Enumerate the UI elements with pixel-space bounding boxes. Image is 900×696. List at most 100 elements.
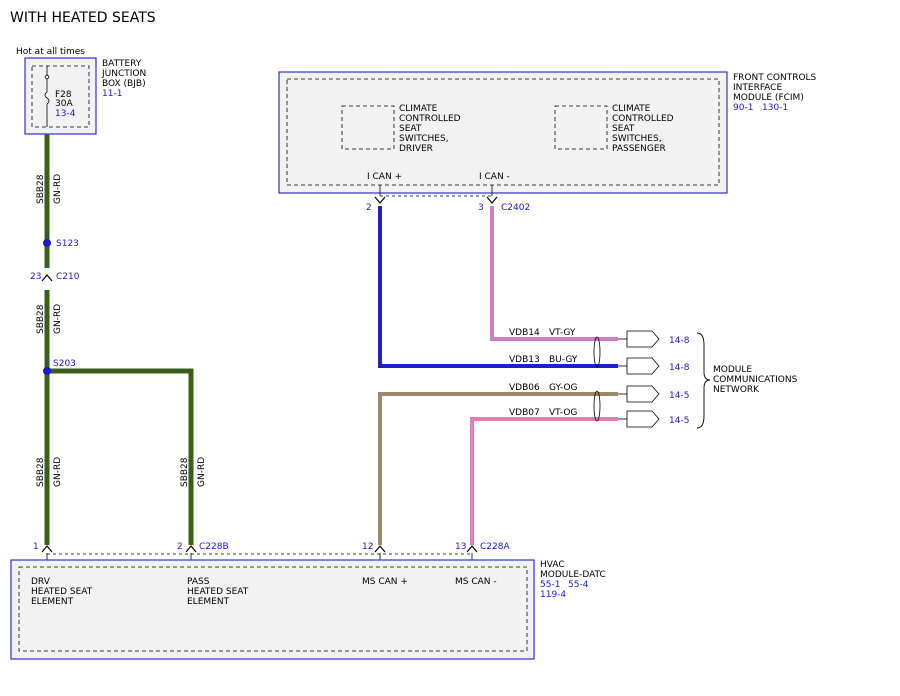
vdb14-color: VT-GY xyxy=(549,328,576,338)
twisted-pair-marker-2 xyxy=(593,390,601,422)
twisted-pair-marker-1 xyxy=(593,336,601,368)
sbb28-color-2: GN-RD xyxy=(53,304,63,334)
network-brace xyxy=(696,332,711,429)
c2402-name: C2402 xyxy=(501,203,530,213)
fcim-ref-2: 130-1 xyxy=(762,103,788,113)
ms-can-plus: MS CAN + xyxy=(362,577,408,587)
drv-element-3: ELEMENT xyxy=(31,597,74,607)
network-name-2: COMMUNICATIONS xyxy=(713,375,798,385)
passenger-switch-1: CLIMATE xyxy=(612,104,651,114)
c210-name: C210 xyxy=(56,272,80,282)
hvac-name-2: MODULE-DATC xyxy=(540,570,606,580)
c2402-pin2-connector xyxy=(374,196,386,204)
c228a-pin12: 12 xyxy=(362,542,373,552)
c2402-pin3: 3 xyxy=(478,203,484,213)
vdb07-flag[interactable] xyxy=(626,410,660,428)
bjb-terminal xyxy=(44,74,50,80)
vdb14-ref[interactable]: 14-8 xyxy=(669,336,690,346)
hvac-box xyxy=(10,559,535,660)
vdb07-circuit: VDB07 xyxy=(509,408,540,418)
hvac-ref-2: 55-4 xyxy=(568,580,589,590)
splice-s123 xyxy=(43,239,51,247)
fuse-ref: 13-4 xyxy=(55,109,76,119)
c228a-name: C228A xyxy=(480,542,510,552)
c210-pin: 23 xyxy=(30,272,41,282)
ms-can-minus: MS CAN - xyxy=(455,577,497,587)
vdb13-wire xyxy=(378,206,618,368)
c228a-pin13: 13 xyxy=(455,542,466,552)
sbb28-circuit-2: SBB28 xyxy=(36,304,46,334)
pass-element-3: ELEMENT xyxy=(187,597,230,607)
drv-element-1: DRV xyxy=(31,577,51,587)
c228b-pin1-connector xyxy=(41,545,53,553)
passenger-switch-3: SEAT xyxy=(612,124,635,134)
vdb06-circuit: VDB06 xyxy=(509,383,540,393)
vdb14-wire xyxy=(490,206,618,341)
c228b-pin1: 1 xyxy=(33,542,39,552)
fcim-pin-can-minus: I CAN - xyxy=(479,172,510,182)
vdb13-color: BU-GY xyxy=(549,355,578,365)
fcim-box xyxy=(278,71,728,194)
bjb-name-1: BATTERY xyxy=(102,59,142,69)
bjb-name-3: BOX (BJB) xyxy=(102,79,146,89)
splice-s203-label: S203 xyxy=(53,359,76,369)
vdb07-ref[interactable]: 14-5 xyxy=(669,416,689,426)
hvac-inner-box xyxy=(18,566,528,652)
c2402-pin3-connector xyxy=(486,196,498,204)
driver-switch-3: SEAT xyxy=(399,124,422,134)
passenger-switch-4: SWITCHES, xyxy=(612,134,662,144)
driver-switch-5: DRIVER xyxy=(399,144,433,154)
fcim-name-1: FRONT CONTROLS xyxy=(733,73,817,83)
c2402-pin2: 2 xyxy=(366,203,372,213)
vdb06-flag[interactable] xyxy=(626,385,660,403)
driver-switch-box xyxy=(341,105,395,150)
bjb-ref: 11-1 xyxy=(102,89,122,99)
sbb28-circuit-1: SBB28 xyxy=(36,174,46,204)
sbb28-circuit-3: SBB28 xyxy=(36,457,46,487)
c228a-pin13-connector xyxy=(466,545,478,553)
vdb07-color: VT-OG xyxy=(549,408,577,418)
splice-s203 xyxy=(43,367,51,375)
bjb-name-2: JUNCTION xyxy=(101,69,146,79)
driver-switch-2: CONTROLLED xyxy=(399,114,461,124)
c228b-pin2-connector xyxy=(185,545,197,553)
passenger-switch-2: CONTROLLED xyxy=(612,114,674,124)
bjb-box xyxy=(24,57,97,135)
hvac-name-1: HVAC xyxy=(540,560,565,570)
pass-element-2: HEATED SEAT xyxy=(187,587,249,597)
vdb13-flag[interactable] xyxy=(626,357,660,375)
vdb14-flag[interactable] xyxy=(626,330,660,348)
fuse-symbol xyxy=(44,91,50,105)
fuse-id: F28 xyxy=(55,90,72,100)
driver-switch-1: CLIMATE xyxy=(399,104,438,114)
sbb28-color-3: GN-RD xyxy=(53,457,63,487)
drv-element-2: HEATED SEAT xyxy=(31,587,93,597)
network-name-3: NETWORK xyxy=(713,385,760,395)
c228b-pin2: 2 xyxy=(177,542,183,552)
pass-element-1: PASS xyxy=(187,577,210,587)
sbb28-color-1: GN-RD xyxy=(53,174,63,204)
splice-s123-label: S123 xyxy=(56,239,79,249)
power-label: Hot at all times xyxy=(16,47,85,57)
bjb-inner-box xyxy=(31,65,90,128)
fcim-name-2: INTERFACE xyxy=(733,83,782,93)
driver-switch-4: SWITCHES, xyxy=(399,134,449,144)
sbb28-wire xyxy=(44,134,194,545)
sbb28-color-4: GN-RD xyxy=(197,457,207,487)
fcim-ref-1: 90-1 xyxy=(733,103,753,113)
fuse-rating: 30A xyxy=(55,99,73,109)
vdb13-circuit: VDB13 xyxy=(509,355,540,365)
hvac-ref-3: 119-4 xyxy=(540,590,566,600)
vdb07-wire xyxy=(470,417,618,545)
vdb06-ref[interactable]: 14-5 xyxy=(669,391,689,401)
fcim-name-3: MODULE (FCIM) xyxy=(733,93,804,103)
page-title: WITH HEATED SEATS xyxy=(10,10,156,26)
passenger-switch-box xyxy=(554,105,608,150)
vdb06-wire xyxy=(378,392,618,545)
hvac-ref-1: 55-1 xyxy=(540,580,560,590)
network-name-1: MODULE xyxy=(713,365,752,375)
vdb13-ref[interactable]: 14-8 xyxy=(669,363,690,373)
vdb06-color: GY-OG xyxy=(549,383,578,393)
vdb14-circuit: VDB14 xyxy=(509,328,540,338)
